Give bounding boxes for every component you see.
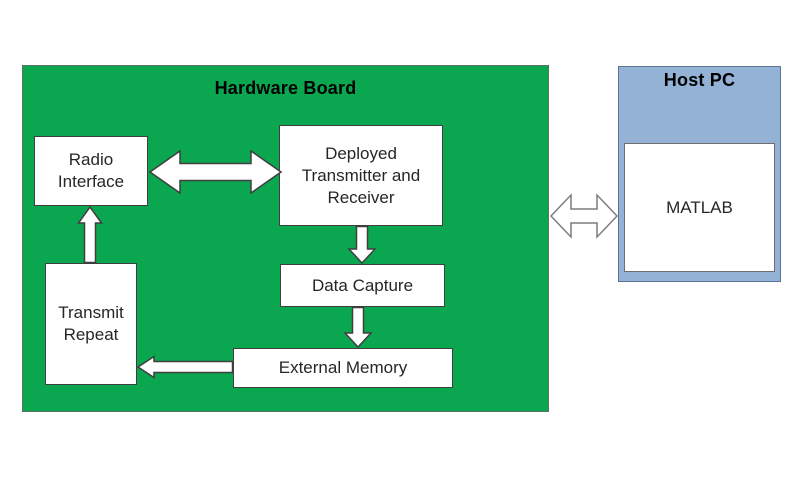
data-capture-block: Data Capture	[280, 264, 445, 307]
matlab-label: MATLAB	[666, 197, 733, 217]
matlab-block: MATLAB	[624, 143, 775, 272]
hardware-board-title: Hardware Board	[214, 78, 357, 98]
transmit-repeat-block: Transmit Repeat	[45, 263, 137, 385]
external-memory-block: External Memory	[233, 348, 453, 388]
data-capture-label: Data Capture	[311, 275, 414, 295]
bidirectional-arrow-board-hostpc-icon	[549, 193, 619, 239]
transmit-repeat-label: Transmit Repeat	[58, 303, 124, 344]
radio-interface-block: Radio Interface	[34, 136, 148, 206]
deployed-transmitter-receiver-block: Deployed Transmitter and Receiver	[279, 125, 443, 226]
external-memory-label: External Memory	[278, 358, 408, 377]
host-pc-title: Host PC	[663, 70, 736, 90]
deployed-transmitter-receiver-label: Deployed Transmitter and Receiver	[301, 143, 421, 207]
radio-interface-label: Radio Interface	[57, 150, 125, 191]
